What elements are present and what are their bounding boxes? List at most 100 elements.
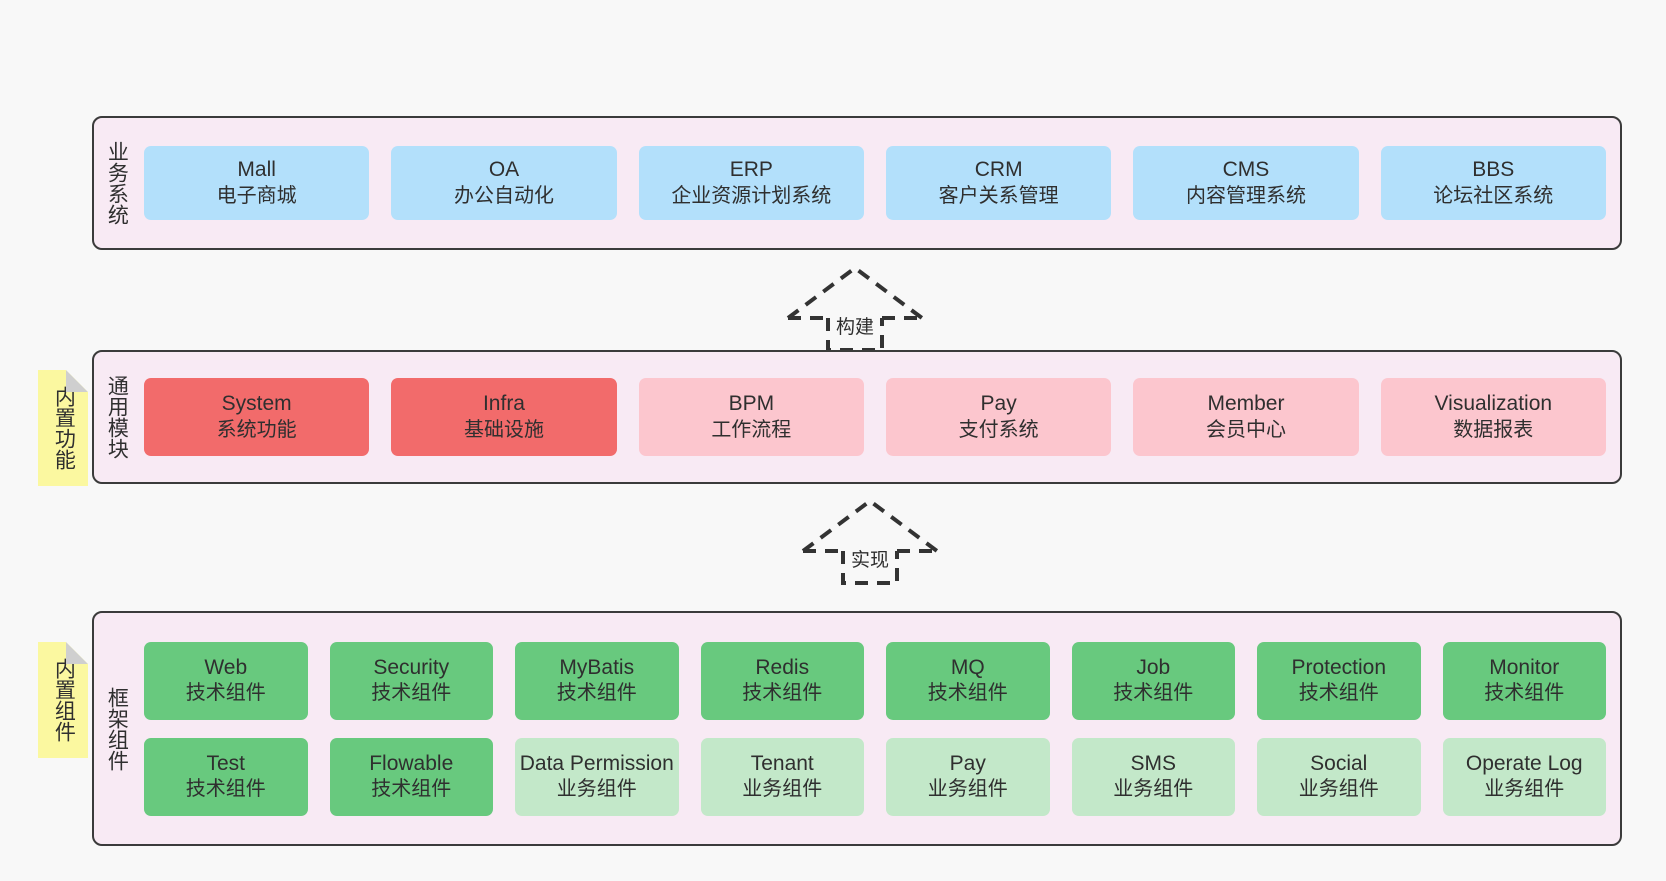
connector-build: 构建 (780, 262, 930, 352)
module-card[interactable]: Web 技术组件 (144, 641, 308, 720)
module-card-desc: 技术组件 (1113, 682, 1194, 705)
module-card-name: Operate Log (1465, 751, 1583, 775)
module-card-desc: 基础设施 (463, 418, 544, 441)
module-card-name: Mall (237, 158, 276, 182)
module-card-desc: 办公自动化 (453, 184, 554, 207)
module-card-name: Social (1310, 751, 1368, 775)
arrowhead-build (786, 265, 924, 320)
module-card[interactable]: Test 技术组件 (144, 737, 308, 816)
connector-build-label: 构建 (835, 317, 875, 338)
module-card-desc: 内容管理系统 (1185, 184, 1306, 207)
module-card-name: Redis (755, 655, 810, 679)
note-fold-corner (66, 642, 88, 664)
module-card-desc: 技术组件 (371, 778, 452, 801)
module-card-desc: 业务组件 (556, 778, 637, 801)
module-card-name: Web (204, 655, 248, 679)
module-card-desc: 业务组件 (1113, 778, 1194, 801)
module-card-desc: 论坛社区系统 (1433, 184, 1554, 207)
note-builtin-component: 内置组件 (38, 642, 88, 758)
module-card-name: BPM (728, 392, 775, 416)
module-card-desc: 支付系统 (958, 418, 1039, 441)
module-card[interactable]: Protection 技术组件 (1257, 641, 1421, 720)
arrowhead-implement (801, 498, 939, 553)
module-card-name: Tenant (750, 751, 814, 775)
note-fold-corner (66, 370, 88, 392)
module-card[interactable]: Monitor 技术组件 (1442, 641, 1606, 720)
module-card-name: Visualization (1434, 392, 1553, 416)
module-card[interactable]: MQ 技术组件 (886, 641, 1050, 720)
module-card-desc: 技术组件 (371, 682, 452, 705)
module-card-name: ERP (729, 158, 773, 182)
module-card-name: System (221, 392, 292, 416)
module-card-desc: 技术组件 (185, 682, 266, 705)
module-card-name: CMS (1222, 158, 1270, 182)
module-card[interactable]: Security 技术组件 (329, 641, 493, 720)
module-card-desc: 业务组件 (1298, 778, 1379, 801)
module-card-name: Job (1136, 655, 1171, 679)
note-builtin-feature-label: 内置功能 (52, 386, 76, 470)
connector-implement-label: 实现 (850, 550, 890, 571)
module-card-name: BBS (1472, 158, 1515, 182)
module-card-desc: 技术组件 (927, 682, 1008, 705)
module-card[interactable]: Social 业务组件 (1257, 737, 1421, 816)
module-card-name: Security (373, 655, 450, 679)
module-card-name: OA (488, 158, 520, 182)
module-card-name: Monitor (1489, 655, 1560, 679)
module-card-desc: 技术组件 (556, 682, 637, 705)
module-card-desc: 业务组件 (1484, 778, 1565, 801)
module-card-name: Infra (482, 392, 525, 416)
module-card-name: Test (206, 751, 245, 775)
module-card-name: Flowable (369, 751, 454, 775)
module-card-name: CRM (974, 158, 1023, 182)
module-card-desc: 客户关系管理 (938, 184, 1059, 207)
note-builtin-feature: 内置功能 (38, 370, 88, 486)
module-card-desc: 技术组件 (185, 778, 266, 801)
module-card-name: MyBatis (559, 655, 635, 679)
module-card-name: Member (1207, 392, 1285, 416)
module-card-desc: 工作流程 (711, 418, 792, 441)
module-card[interactable]: Job 技术组件 (1071, 641, 1235, 720)
note-builtin-component-label: 内置组件 (52, 658, 76, 742)
module-card[interactable]: Flowable 技术组件 (329, 737, 493, 816)
module-card-name: MQ (950, 655, 985, 679)
module-card-desc: 技术组件 (1298, 682, 1379, 705)
module-card[interactable]: Operate Log 业务组件 (1442, 737, 1606, 816)
module-card-name: Pay (980, 392, 1017, 416)
connector-implement: 实现 (795, 495, 945, 585)
module-card-desc: 数据报表 (1453, 418, 1534, 441)
module-card-name: Protection (1291, 655, 1387, 679)
module-card-name: Pay (949, 751, 986, 775)
module-card[interactable]: MyBatis 技术组件 (515, 641, 679, 720)
module-card-desc: 技术组件 (1484, 682, 1565, 705)
module-card-desc: 会员中心 (1205, 418, 1286, 441)
module-card-desc: 企业资源计划系统 (671, 184, 832, 207)
